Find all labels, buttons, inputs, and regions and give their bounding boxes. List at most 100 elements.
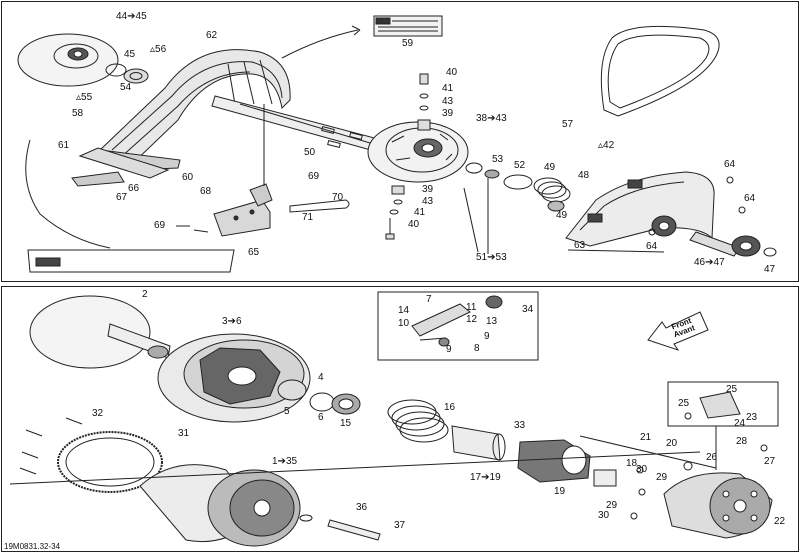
driven-pulley-part	[139, 464, 301, 547]
callout-22: 22	[774, 516, 786, 527]
pulley-arm-part	[689, 231, 741, 257]
callout-66: 66	[128, 183, 140, 194]
callout-40b: 40	[408, 219, 420, 230]
washer-part	[419, 105, 429, 111]
decal-part	[27, 249, 235, 273]
washer-part	[299, 514, 313, 522]
bolt-part	[25, 429, 43, 437]
spider-assembly-part	[517, 439, 591, 483]
key-part	[321, 126, 335, 134]
callout-10: 10	[398, 318, 410, 329]
callout-13: 13	[486, 316, 498, 327]
washer-part	[393, 199, 403, 205]
callout-47: 47	[764, 264, 776, 275]
callout-45: 45	[124, 49, 136, 60]
drawing-code: 19M0831.32-34	[4, 542, 61, 551]
callout-42: ▵42	[598, 140, 615, 151]
callout-29: 29	[656, 472, 668, 483]
callout-7: 7	[426, 294, 432, 305]
callout-30: 30	[636, 464, 648, 475]
callout-63: 63	[574, 240, 586, 251]
washer-part	[419, 93, 429, 99]
callout-34: 34	[522, 304, 534, 315]
screw-part	[684, 412, 692, 420]
callout-61: 61	[58, 140, 70, 151]
bolt-part	[419, 73, 429, 85]
callout-67: 67	[116, 192, 128, 203]
callout-69: 69	[308, 171, 320, 182]
bearing-part	[123, 68, 149, 84]
callout-32: 32	[92, 408, 104, 419]
callout-15: 15	[340, 418, 352, 429]
callout-54: 54	[120, 82, 132, 93]
callout-1-35: 1➔35	[272, 456, 298, 467]
callout-65: 65	[248, 247, 260, 258]
screw-part	[193, 229, 209, 233]
callout-64: 64	[724, 159, 736, 170]
callout-27: 27	[764, 456, 776, 467]
callout-52: 52	[514, 160, 526, 171]
callout-20: 20	[666, 438, 678, 449]
callout-8: 8	[474, 343, 480, 354]
callout-3-6: 3➔6	[222, 316, 242, 327]
callout-9b: 9	[446, 344, 452, 355]
callout-58: 58	[72, 108, 84, 119]
callout-29b: 29	[606, 500, 618, 511]
callout-41b: 41	[414, 207, 426, 218]
callout-68: 68	[200, 186, 212, 197]
support-plate-part	[71, 171, 125, 187]
callout-64b: 64	[744, 193, 756, 204]
callout-9: 9	[484, 331, 490, 342]
washer-part	[389, 209, 399, 215]
bushing-part	[593, 469, 617, 487]
top-panel-frame	[1, 1, 799, 282]
callout-43: 43	[442, 96, 454, 107]
fan-sheave-part	[367, 121, 469, 183]
roller-arm-part	[411, 303, 471, 337]
cam-assembly-part	[663, 472, 773, 539]
key-part	[349, 132, 363, 140]
callout-71: 71	[302, 212, 314, 223]
screw-part	[648, 228, 656, 236]
callout-53: 53	[492, 154, 504, 165]
bolt-part	[21, 451, 39, 459]
callout-48: 48	[578, 170, 590, 181]
callout-44-45: 44➔45	[116, 11, 147, 22]
screw-part	[760, 444, 768, 452]
callout-70: 70	[332, 192, 344, 203]
callout-43b: 43	[422, 196, 434, 207]
callout-41: 41	[442, 83, 454, 94]
callout-39: 39	[442, 108, 454, 119]
ring-part	[465, 162, 483, 174]
pulley-cover-part	[565, 171, 715, 247]
callout-25: 25	[726, 384, 738, 395]
callout-46-47: 46➔47	[694, 257, 725, 268]
ring-part	[503, 174, 533, 190]
drive-shaft-part	[211, 95, 383, 153]
callout-2: 2	[142, 289, 148, 300]
callout-16: 16	[444, 402, 456, 413]
spacer-part	[417, 119, 431, 131]
callout-62: 62	[206, 30, 218, 41]
callout-33: 33	[514, 420, 526, 431]
callout-51-53: 51➔53	[476, 252, 507, 263]
bolt-part	[327, 519, 381, 541]
callout-59: 59	[402, 38, 414, 49]
drive-belt-part	[600, 25, 720, 117]
callout-21: 21	[640, 432, 652, 443]
callout-38-43: 38➔43	[476, 113, 507, 124]
callout-18: 18	[626, 458, 638, 469]
callout-49b: 49	[556, 210, 568, 221]
front-direction-arrow	[647, 311, 709, 351]
callout-26: 26	[706, 452, 718, 463]
callout-49: 49	[544, 162, 556, 173]
washer-part	[105, 63, 127, 77]
clutch-housing-part	[157, 333, 311, 423]
ring-part	[547, 200, 565, 212]
tether-strap-part	[289, 199, 350, 213]
mounting-bracket-part	[78, 147, 170, 179]
callout-6: 6	[318, 412, 324, 423]
ring-part	[763, 247, 777, 257]
screw-part	[738, 206, 746, 214]
clutch-spring-part	[387, 399, 449, 443]
